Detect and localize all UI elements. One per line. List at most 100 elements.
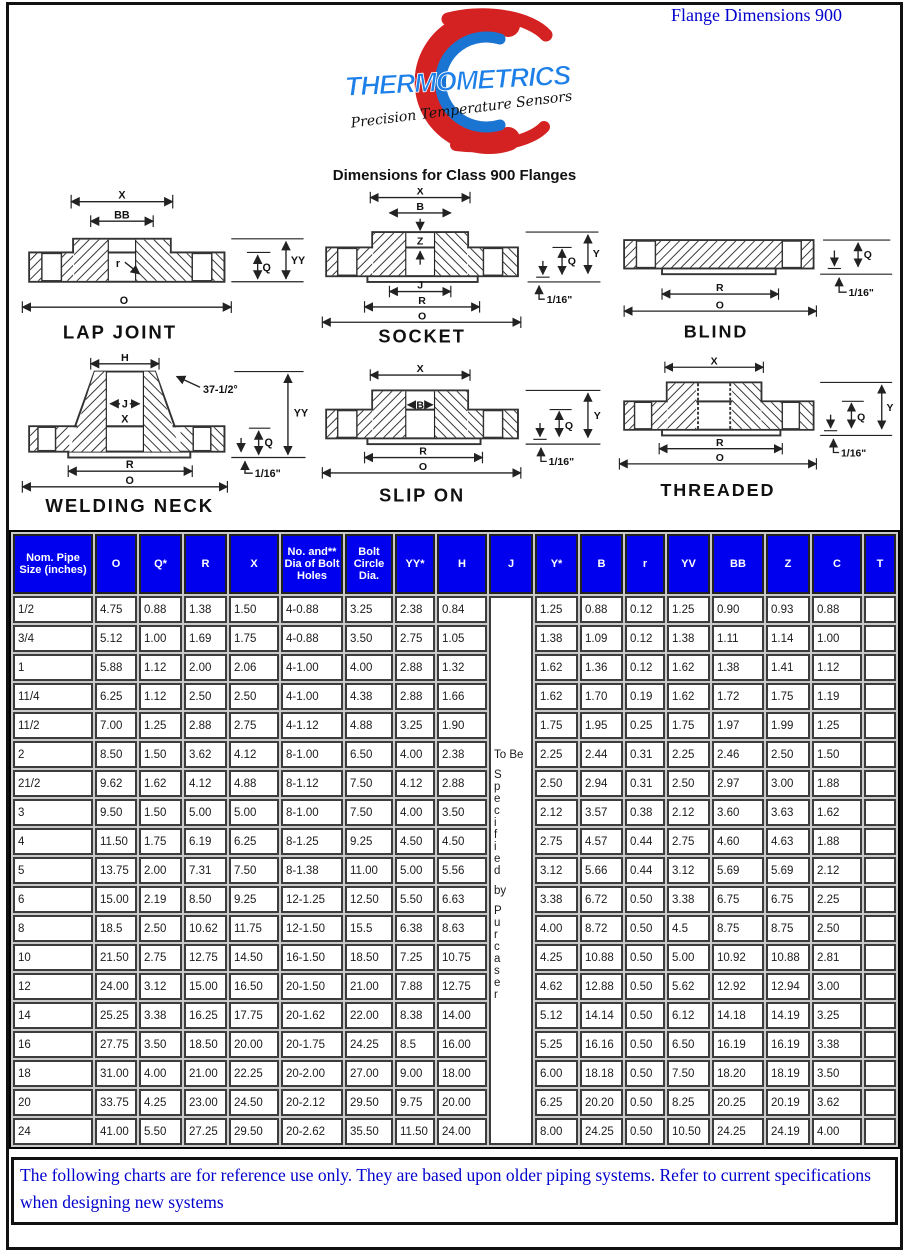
table-cell: 9.50: [95, 799, 137, 826]
table-cell: 10.62: [184, 915, 227, 942]
table-cell: 5.00: [184, 799, 227, 826]
pipe-size-cell: 16: [13, 1031, 93, 1058]
table-cell: 9.25: [229, 886, 279, 913]
table-cell: 16.25: [184, 1002, 227, 1029]
table-cell: 8.72: [580, 915, 623, 942]
dim-label-x: X: [711, 356, 718, 367]
table-cell: 3.50: [139, 1031, 182, 1058]
dim-label-j: J: [122, 399, 128, 411]
table-cell: 5.88: [95, 654, 137, 681]
table-cell: 14.14: [580, 1002, 623, 1029]
table-cell: 5.66: [580, 857, 623, 884]
dim-label-q: Q: [864, 250, 872, 261]
table-cell: [864, 625, 896, 652]
table-cell: 1.38: [667, 625, 710, 652]
table-cell: 1.09: [580, 625, 623, 652]
table-cell: 3.50: [437, 799, 487, 826]
table-cell: 1.00: [139, 625, 182, 652]
table-cell: [864, 915, 896, 942]
dim-label-x: X: [121, 413, 129, 425]
table-cell: 20.20: [580, 1089, 623, 1116]
dim-label-y: Y: [886, 403, 893, 414]
table-cell: 6.50: [667, 1031, 710, 1058]
flange-diagrams: X BB r Q YY O LAP JOINT: [9, 188, 900, 520]
table-cell: 16.16: [580, 1031, 623, 1058]
column-header: R: [184, 534, 227, 594]
table-cell: 5.69: [766, 857, 810, 884]
table-cell: 6.50: [345, 741, 393, 768]
table-cell: 2.75: [535, 828, 578, 855]
table-cell: 17.75: [229, 1002, 279, 1029]
dim-label-gap: 1/16": [849, 288, 874, 299]
table-cell: 0.88: [580, 596, 623, 623]
table-cell: 6.19: [184, 828, 227, 855]
table-cell: 4.88: [229, 770, 279, 797]
table-cell: 0.50: [625, 973, 665, 1000]
thermometrics-logo-icon: THERMOMETRICS Precision Temperature Sens…: [343, 8, 573, 154]
table-cell: 1.32: [437, 654, 487, 681]
table-cell: 1.50: [139, 799, 182, 826]
dim-label-x: X: [118, 190, 126, 202]
table-cell: 41.00: [95, 1118, 137, 1145]
lap-joint-diagram: X BB r Q YY O LAP JOINT: [21, 190, 305, 342]
table-cell: 4.00: [395, 799, 435, 826]
dim-label-r: r: [116, 258, 121, 270]
table-cell: 8.63: [437, 915, 487, 942]
table-cell: 24.19: [766, 1118, 810, 1145]
table-cell: 2.12: [667, 799, 710, 826]
table-cell: 4-1.00: [281, 683, 343, 710]
table-cell: 18.19: [766, 1060, 810, 1087]
column-header: Nom. Pipe Size (inches): [13, 534, 93, 594]
table-cell: 8-1.00: [281, 799, 343, 826]
table-cell: 2.38: [395, 596, 435, 623]
table-cell: 2.75: [139, 944, 182, 971]
table-cell: 2.46: [712, 741, 764, 768]
table-cell: 0.25: [625, 712, 665, 739]
table-cell: 7.00: [95, 712, 137, 739]
table-cell: 0.44: [625, 828, 665, 855]
pipe-size-cell: 10: [13, 944, 93, 971]
table-cell: 1.75: [229, 625, 279, 652]
column-header: Y*: [535, 534, 578, 594]
table-cell: 14.18: [712, 1002, 764, 1029]
table-cell: 16.50: [229, 973, 279, 1000]
dim-label-q: Q: [265, 437, 273, 449]
column-header: T: [864, 534, 896, 594]
table-cell: 10.75: [437, 944, 487, 971]
table-cell: 1.25: [812, 712, 862, 739]
table-cell: 8.75: [712, 915, 764, 942]
table-cell: 3.38: [535, 886, 578, 913]
table-cell: 0.50: [625, 1089, 665, 1116]
table-cell: 2.00: [139, 857, 182, 884]
table-cell: 1.75: [535, 712, 578, 739]
table-cell: 5.62: [667, 973, 710, 1000]
pipe-size-cell: 8: [13, 915, 93, 942]
table-cell: 1.62: [812, 799, 862, 826]
table-cell: 8.38: [395, 1002, 435, 1029]
diagram-title: SLIP ON: [379, 486, 465, 506]
table-cell: 3.25: [812, 1002, 862, 1029]
table-cell: 11.75: [229, 915, 279, 942]
table-cell: 3.57: [580, 799, 623, 826]
dim-label-gap: 1/16": [549, 456, 575, 468]
footer-note-box: The following charts are for reference u…: [11, 1157, 898, 1226]
pipe-size-cell: 11/4: [13, 683, 93, 710]
table-cell: 4.12: [395, 770, 435, 797]
table-cell: 0.31: [625, 741, 665, 768]
table-cell: 27.00: [345, 1060, 393, 1087]
table-cell: 2.88: [395, 683, 435, 710]
table-cell: 1.69: [184, 625, 227, 652]
column-header: B: [580, 534, 623, 594]
table-cell: 1.12: [139, 683, 182, 710]
table-cell: 18.18: [580, 1060, 623, 1087]
table-cell: 1.99: [766, 712, 810, 739]
table-cell: 33.75: [95, 1089, 137, 1116]
table-cell: 0.50: [625, 1002, 665, 1029]
pipe-size-cell: 18: [13, 1060, 93, 1087]
dim-label-y: Y: [593, 248, 600, 260]
table-cell: 0.50: [625, 1060, 665, 1087]
dim-label-r: R: [419, 446, 427, 458]
